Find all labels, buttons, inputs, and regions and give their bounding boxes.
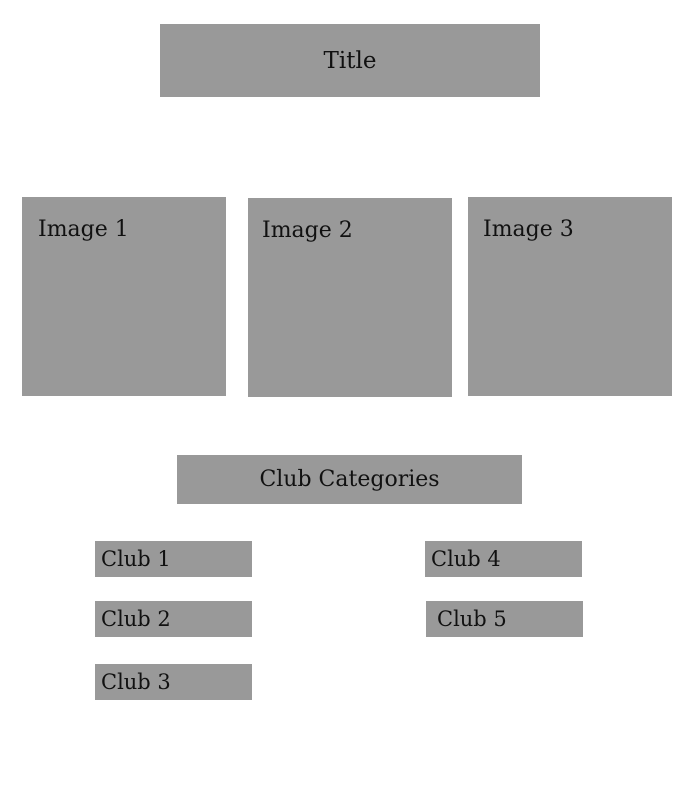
club-categories-heading-text: Club Categories	[259, 467, 440, 492]
page-title: Title	[160, 24, 540, 97]
club-item-3[interactable]: Club 3	[95, 664, 252, 700]
club-label-4: Club 4	[431, 547, 501, 571]
club-item-5[interactable]: Club 5	[426, 601, 583, 637]
image-placeholder-2: Image 2	[248, 198, 452, 397]
club-item-4[interactable]: Club 4	[425, 541, 582, 577]
image-label-1: Image 1	[38, 217, 129, 242]
club-label-2: Club 2	[101, 607, 171, 631]
club-item-1[interactable]: Club 1	[95, 541, 252, 577]
image-label-2: Image 2	[262, 218, 353, 243]
club-item-2[interactable]: Club 2	[95, 601, 252, 637]
club-label-5: Club 5	[437, 607, 507, 631]
image-placeholder-1: Image 1	[22, 197, 226, 396]
image-label-3: Image 3	[483, 217, 574, 242]
page-title-text: Title	[323, 47, 377, 74]
club-label-3: Club 3	[101, 670, 171, 694]
club-label-1: Club 1	[101, 547, 171, 571]
club-categories-heading: Club Categories	[177, 455, 522, 504]
image-placeholder-3: Image 3	[468, 197, 672, 396]
